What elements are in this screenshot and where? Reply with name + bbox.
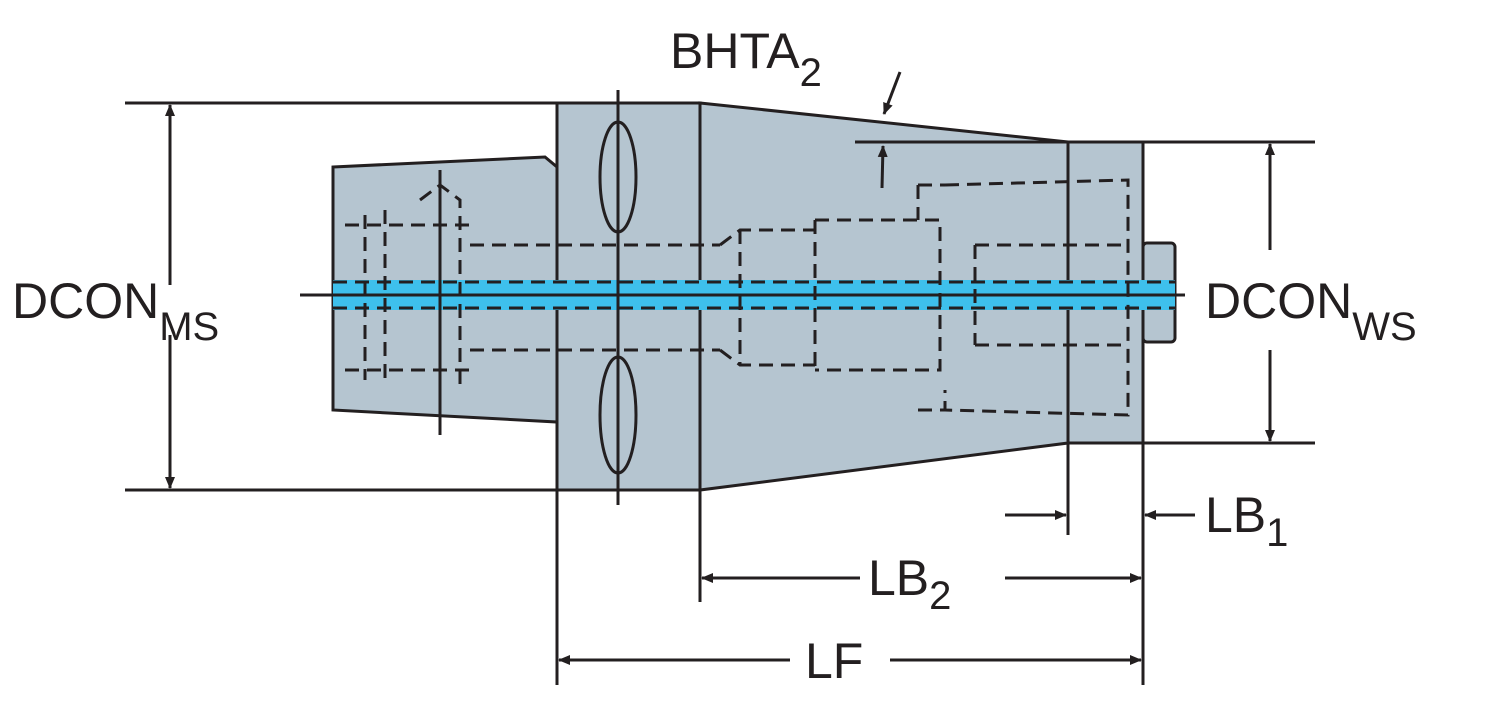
bhta-label: BHTA2 [670, 23, 822, 95]
dcon-ms-label: DCONMS [12, 273, 219, 349]
lf-label: LF [805, 633, 863, 689]
bhta-leader [882, 71, 902, 115]
dcon-ws-label: DCONWS [1205, 273, 1417, 349]
lb2-label: LB2 [868, 550, 951, 618]
lb1-label: LB1 [1205, 487, 1288, 555]
